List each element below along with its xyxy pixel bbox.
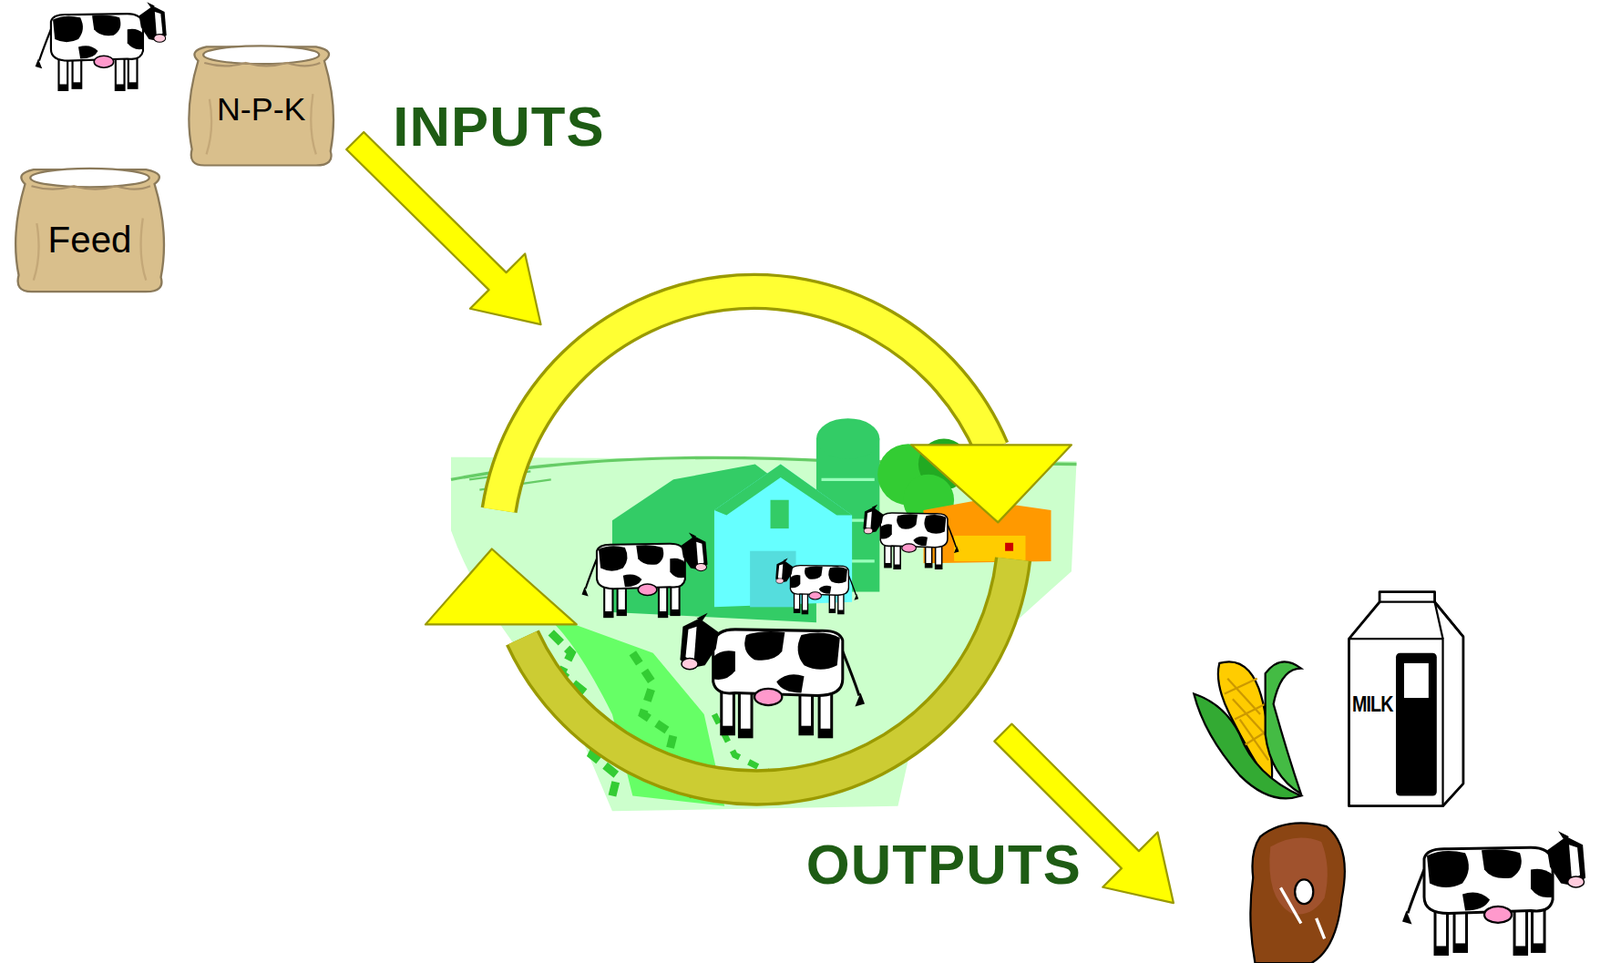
fertilizer-bag-outline-part — [204, 62, 320, 66]
cycle-arrows-part — [425, 549, 577, 626]
feed-bag-outline-part — [30, 185, 150, 189]
corn-icon-part — [1265, 661, 1302, 794]
cycle-arrows — [425, 291, 1072, 789]
steak-icon-part — [1280, 887, 1324, 939]
input-arrow — [346, 132, 541, 325]
milk-carton-outline-part — [1349, 592, 1464, 807]
milk-carton-outline-part — [1379, 602, 1464, 637]
input-cow — [35, 1, 167, 91]
feed-bag: Feed — [10, 161, 170, 297]
milk-carton-outline-part — [1395, 653, 1437, 797]
farm-scene-part — [775, 557, 859, 614]
farm-scene-part — [862, 504, 959, 570]
steak-icon-part — [1294, 879, 1313, 904]
output-cow — [1402, 830, 1586, 954]
cycle-arrows-part — [499, 291, 993, 511]
feed-bag-outline-part — [30, 168, 149, 187]
corn-icon — [1193, 661, 1302, 799]
node-label: N-P-K — [184, 92, 339, 127]
farm-scene-part — [770, 500, 790, 529]
farm-scene-part — [749, 551, 796, 608]
fertilizer-bag-outline-part — [203, 45, 319, 64]
farm-scene-part-part — [862, 504, 959, 570]
flow-label: OUTPUTS — [806, 831, 1082, 898]
cycle-arrows-part — [522, 559, 1014, 789]
node-label: Feed — [10, 220, 170, 260]
node-label: MILK — [1352, 691, 1394, 717]
steak-icon-part — [1250, 822, 1345, 963]
farm-scene-part-part — [679, 613, 865, 738]
milk-carton: MILK — [1344, 589, 1467, 810]
farm-scene-part-part — [775, 557, 859, 614]
farm-scene-part — [1005, 543, 1014, 552]
cycle-arrows-part — [522, 559, 1014, 789]
fertilizer-bag: N-P-K — [184, 39, 339, 170]
farm-scene-part — [581, 532, 708, 617]
output-cow-part — [1402, 830, 1586, 954]
farm-scene-part — [953, 535, 1026, 562]
steak-icon-part — [1269, 837, 1328, 914]
milk-carton-outline-part — [1435, 602, 1444, 639]
cycle-arrows-part — [911, 444, 1072, 523]
milk-carton-outline-part — [1404, 663, 1429, 698]
steak-icon — [1250, 822, 1345, 963]
milk-carton-outline-part — [1349, 638, 1444, 807]
farm-scene-part — [679, 613, 865, 738]
farm-scene-part — [816, 418, 880, 460]
farm-scene-part — [451, 457, 1077, 812]
input-cow-part — [35, 1, 167, 91]
cycle-arrows-part — [499, 291, 993, 511]
flow-label: INPUTS — [392, 93, 606, 160]
